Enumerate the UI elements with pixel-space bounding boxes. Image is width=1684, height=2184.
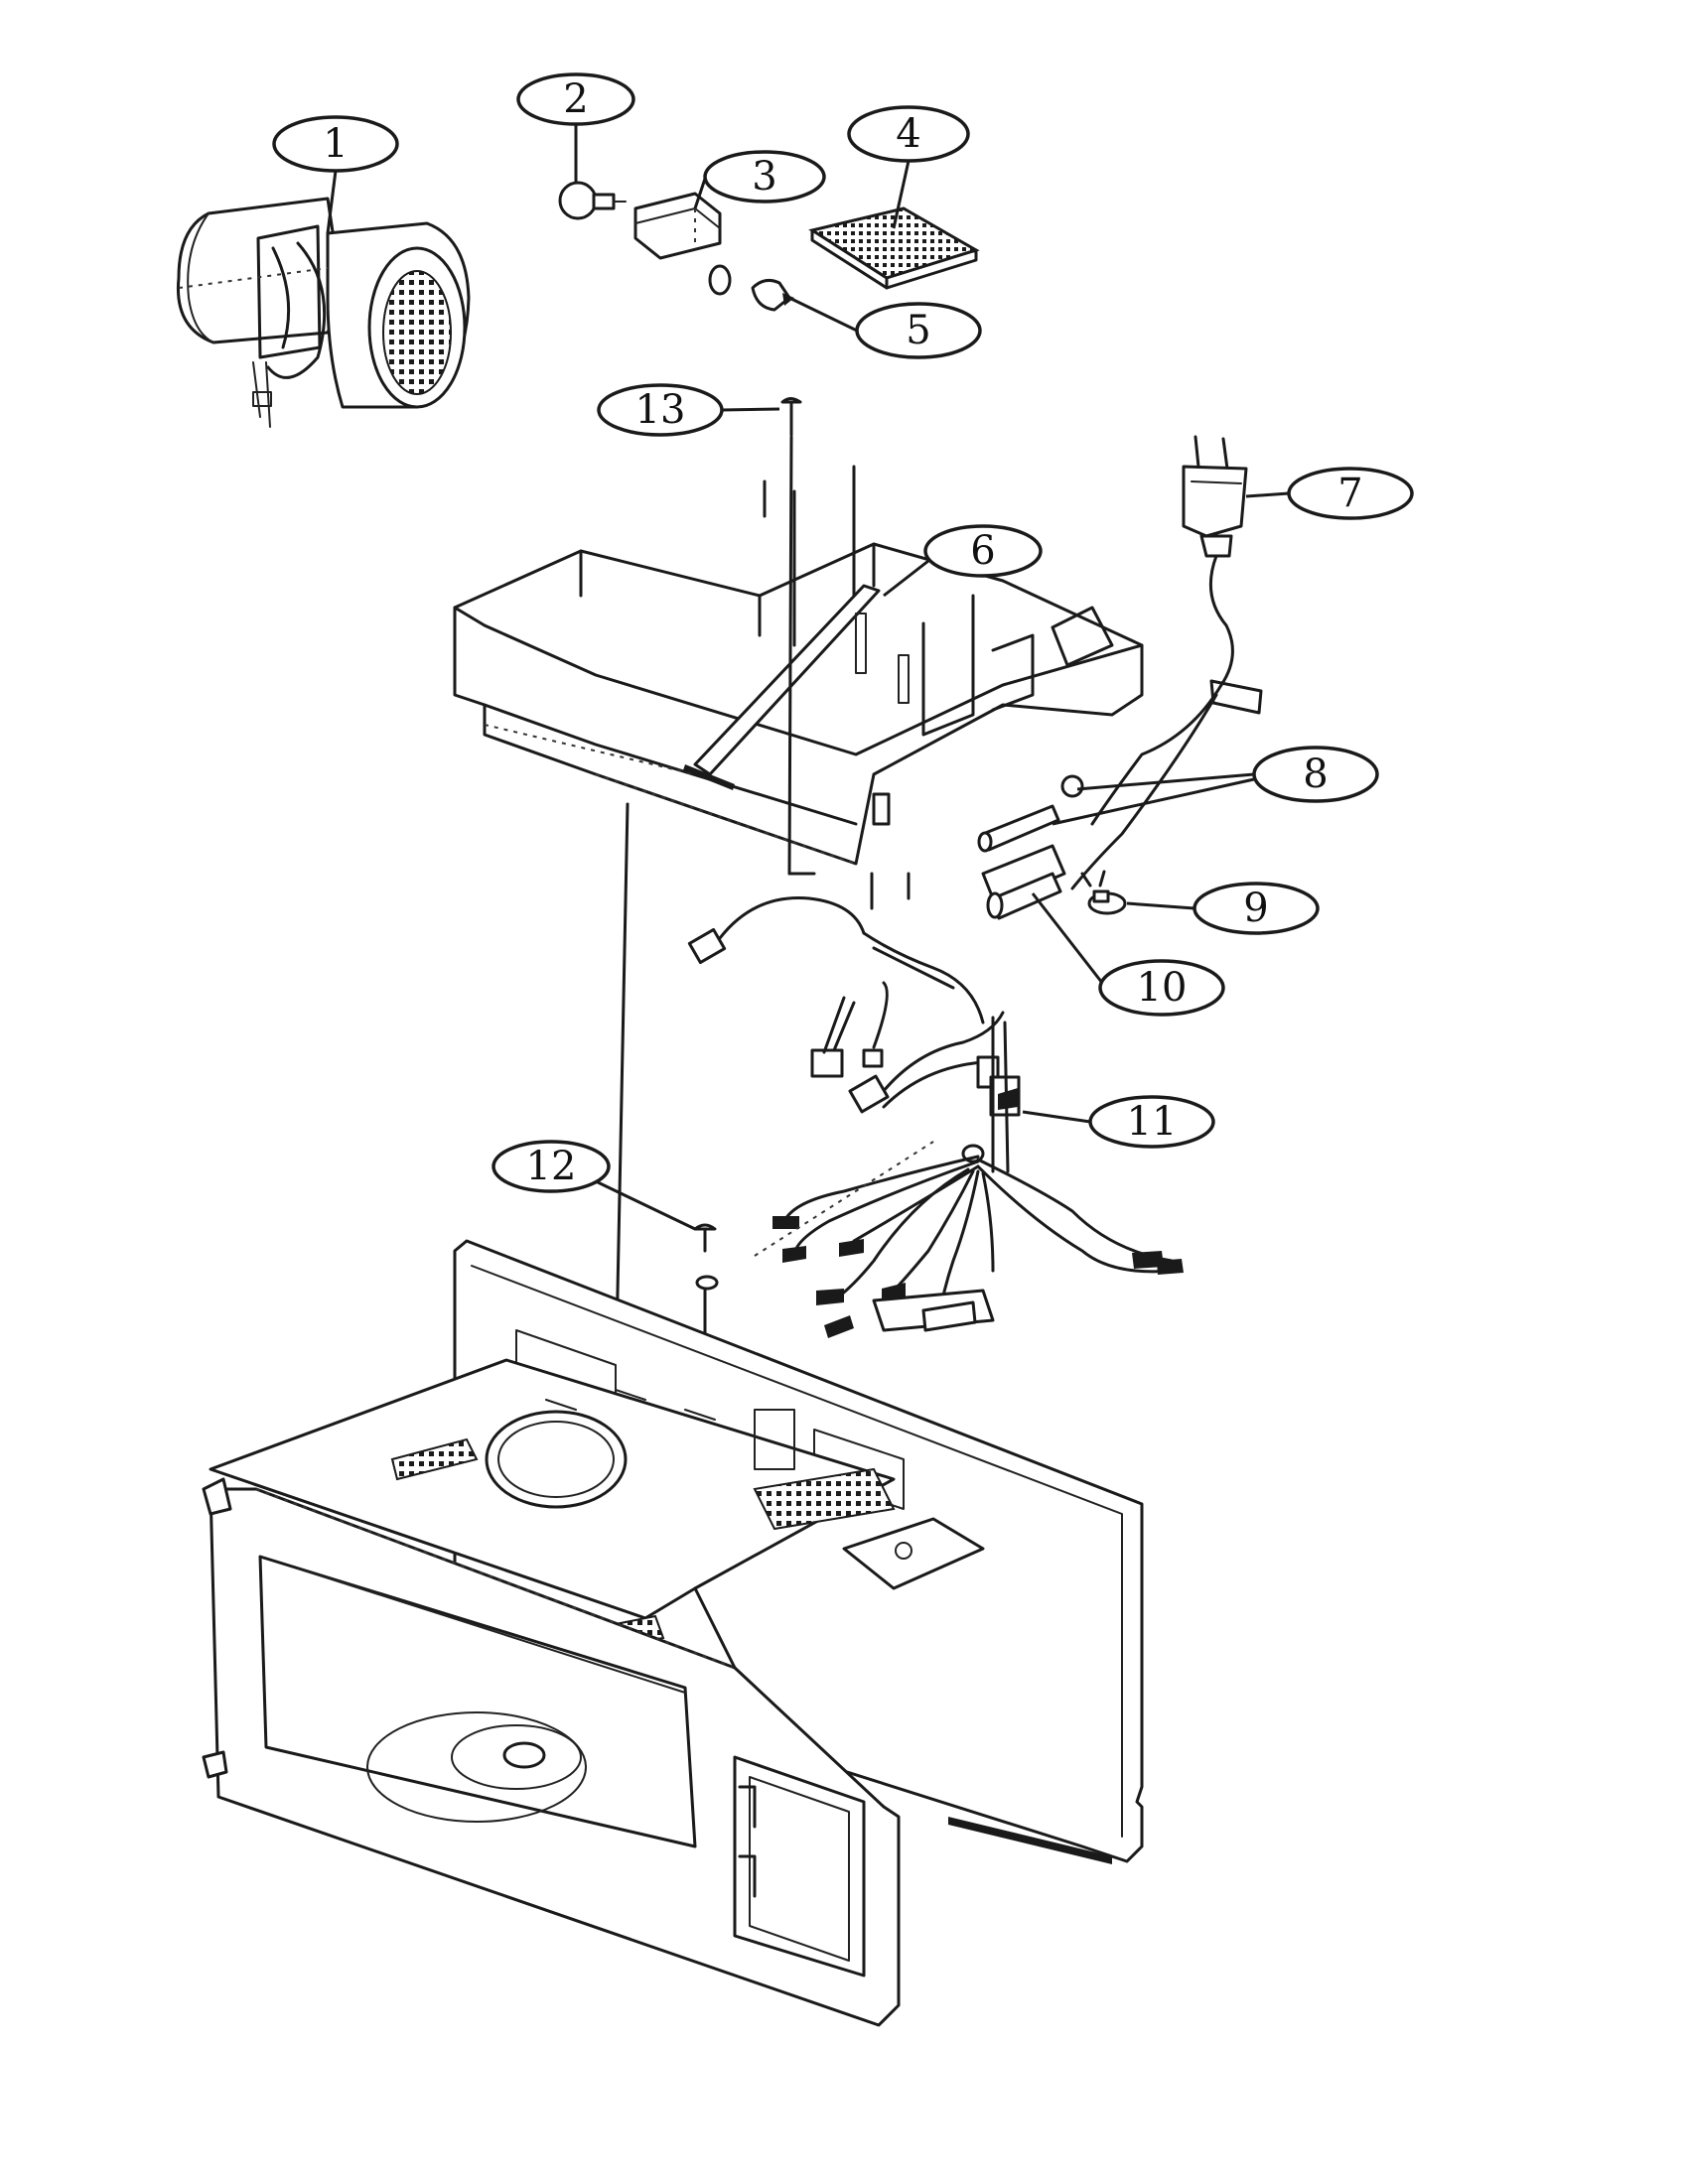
screw-upper-part (780, 397, 802, 437)
callout-5: 5 (788, 296, 982, 359)
lamp-bulb-part (558, 181, 627, 220)
oven-cavity-part (202, 1239, 1144, 2027)
callout-9: 9 (1126, 882, 1320, 935)
callout-1: 1 (272, 115, 399, 234)
callout-2: 2 (516, 72, 635, 184)
fuse-part (977, 774, 1084, 853)
thermostat-part (1080, 870, 1127, 915)
screw-lower-part (693, 1223, 719, 1291)
callout-12: 12 (491, 1140, 696, 1231)
grease-filter-part (808, 206, 980, 290)
callout-10-label: 10 (1137, 965, 1188, 1011)
callout-6: 6 (883, 524, 1043, 598)
blower-fan-part (176, 197, 471, 428)
callout-4: 4 (847, 105, 970, 229)
lamp-socket-part (633, 192, 732, 296)
lamp-cap-part (751, 278, 794, 312)
callout-13: 13 (597, 383, 780, 437)
power-cord-part (1070, 435, 1248, 890)
callout-7-label: 7 (1337, 471, 1362, 516)
wire-harness-part (687, 872, 1184, 1338)
callout-7: 7 (1245, 467, 1414, 520)
callout-9-label: 9 (1243, 886, 1268, 931)
callout-3: 3 (693, 150, 826, 209)
callout-11: 11 (1022, 1095, 1215, 1149)
callout-8: 8 (1052, 746, 1379, 826)
callout-8-label: 8 (1303, 751, 1328, 797)
base-plate-part (453, 465, 1263, 866)
callout-1-label: 1 (323, 121, 348, 167)
callout-13-label: 13 (635, 387, 686, 433)
callout-6-label: 6 (970, 528, 995, 574)
callout-11-label: 11 (1127, 1099, 1178, 1145)
callout-4-label: 4 (896, 111, 920, 157)
callout-3-label: 3 (752, 154, 776, 200)
callout-12-label: 12 (526, 1144, 577, 1189)
callout-5-label: 5 (906, 308, 930, 353)
noise-filter-part (981, 844, 1066, 920)
callout-10: 10 (1031, 892, 1225, 1017)
callout-2-label: 2 (563, 76, 588, 122)
